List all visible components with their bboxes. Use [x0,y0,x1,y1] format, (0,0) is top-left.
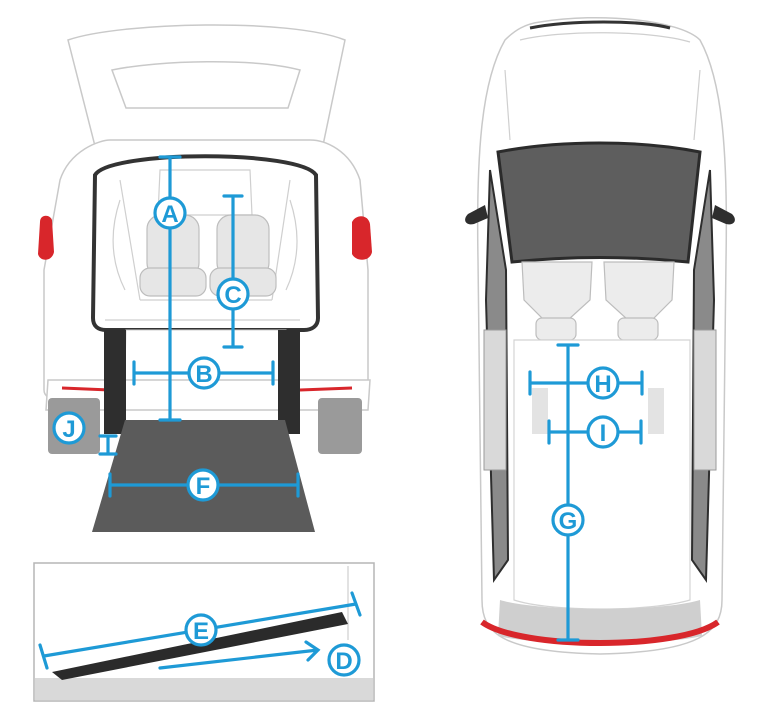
dimension-j-line [98,434,118,456]
label-i: I [586,415,620,449]
rear-seat-left [139,214,207,297]
svg-text:G: G [559,508,578,535]
svg-text:A: A [161,201,178,228]
windshield [496,141,702,264]
rear-hatch-window [110,61,301,109]
svg-text:C: C [224,282,241,309]
interior-panel-right [648,388,664,434]
dimension-c-line [222,194,244,349]
label-a: A [153,196,187,230]
top-interior-floor [513,339,691,610]
rear-opening-frame [90,154,321,332]
dimension-d-line [158,640,321,670]
svg-text:B: B [195,361,212,388]
top-view-vehicle [465,16,735,655]
left-mirror [465,205,488,225]
hood-lines [504,32,701,141]
left-wheel-well [104,330,126,434]
interior-panel-left [532,388,548,434]
rear-view-vehicle [38,24,372,532]
front-seat-right [603,261,675,341]
dimension-lines-ramp [38,591,362,670]
label-d: D [327,643,361,677]
front-bumper-edge [529,20,671,30]
right-mirror [712,205,735,225]
label-f: F [186,468,220,502]
svg-text:F: F [196,473,211,500]
front-seat-left [521,261,593,341]
right-sliding-door [693,329,717,471]
svg-text:H: H [594,371,611,398]
rear-bumper-reflector [61,386,353,392]
right-rear-tire [318,398,362,454]
dimension-g-line [556,343,580,642]
svg-text:D: D [335,648,352,675]
svg-text:J: J [62,416,75,443]
label-g: G [551,503,585,537]
label-h: H [586,366,620,400]
dimension-h-line [528,370,644,396]
right-tail-light [352,216,372,260]
right-wheel-well [278,330,300,434]
top-rear-bumper [480,619,720,646]
dimension-lines-top [528,343,644,642]
svg-text:E: E [193,618,209,645]
label-c: C [216,277,250,311]
ground-surface [35,678,373,700]
svg-text:I: I [600,420,607,447]
left-tail-light [38,215,54,260]
label-e: E [184,613,218,647]
label-b: B [187,356,221,390]
top-rear-floor [498,600,702,644]
label-j: J [52,411,86,445]
left-sliding-door [483,329,507,471]
